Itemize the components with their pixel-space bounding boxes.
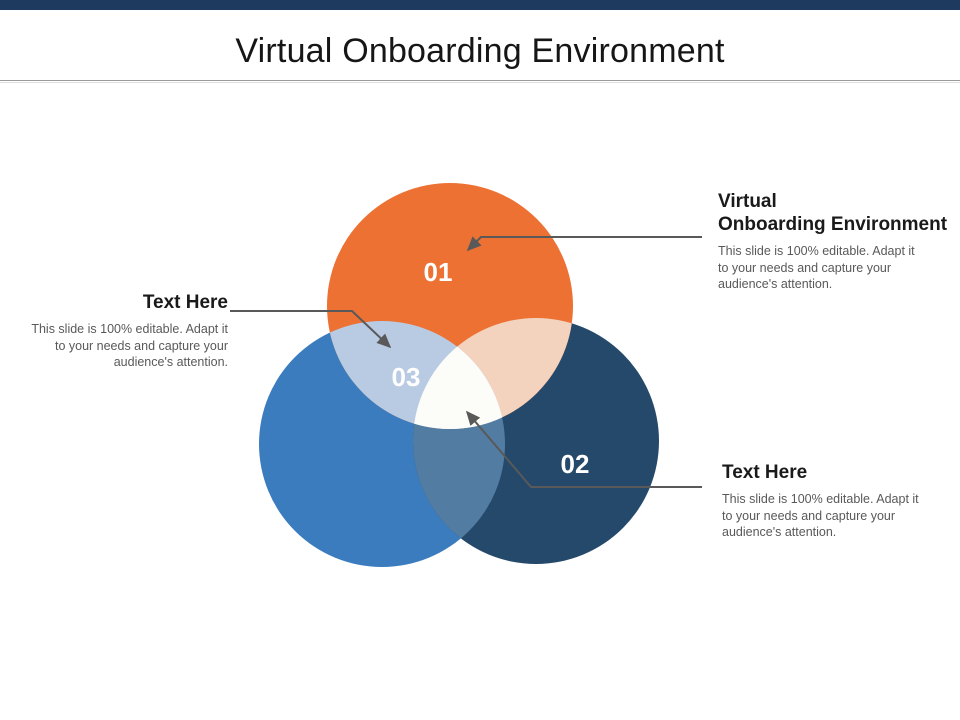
callout-bottom-right: Text Here This slide is 100% editable. A… [722, 461, 952, 541]
slide-title: Virtual Onboarding Environment [235, 32, 725, 70]
callout-left-heading: Text Here [142, 292, 228, 313]
callout-top-right-body: This slide is 100% editable. Adapt it to… [718, 244, 915, 292]
circle-03-label: 03 [392, 362, 421, 392]
callout-left-body: This slide is 100% editable. Adapt it to… [31, 322, 228, 370]
overlap-center [413, 321, 505, 429]
callout-top-right-heading: Virtual Onboarding Environment [718, 190, 952, 236]
connector-top-right [466, 236, 702, 252]
callout-bottom-right-body: This slide is 100% editable. Adapt it to… [722, 492, 919, 540]
callout-bottom-right-heading: Text Here [722, 462, 808, 483]
callout-top-right: Virtual Onboarding Environment This slid… [718, 190, 952, 293]
callout-left: Text Here This slide is 100% editable. A… [18, 291, 228, 371]
connector-bottom-right [465, 410, 702, 488]
top-accent-bar [0, 0, 960, 10]
title-divider-shadow [0, 82, 960, 83]
title-divider [0, 80, 960, 81]
callout-heading-line-1: Virtual [718, 191, 777, 212]
callout-heading-line-2: Onboarding Environment [718, 214, 948, 236]
circle-01-label: 01 [424, 257, 453, 287]
connector-left [230, 310, 392, 349]
circle-02-label: 02 [561, 449, 590, 479]
